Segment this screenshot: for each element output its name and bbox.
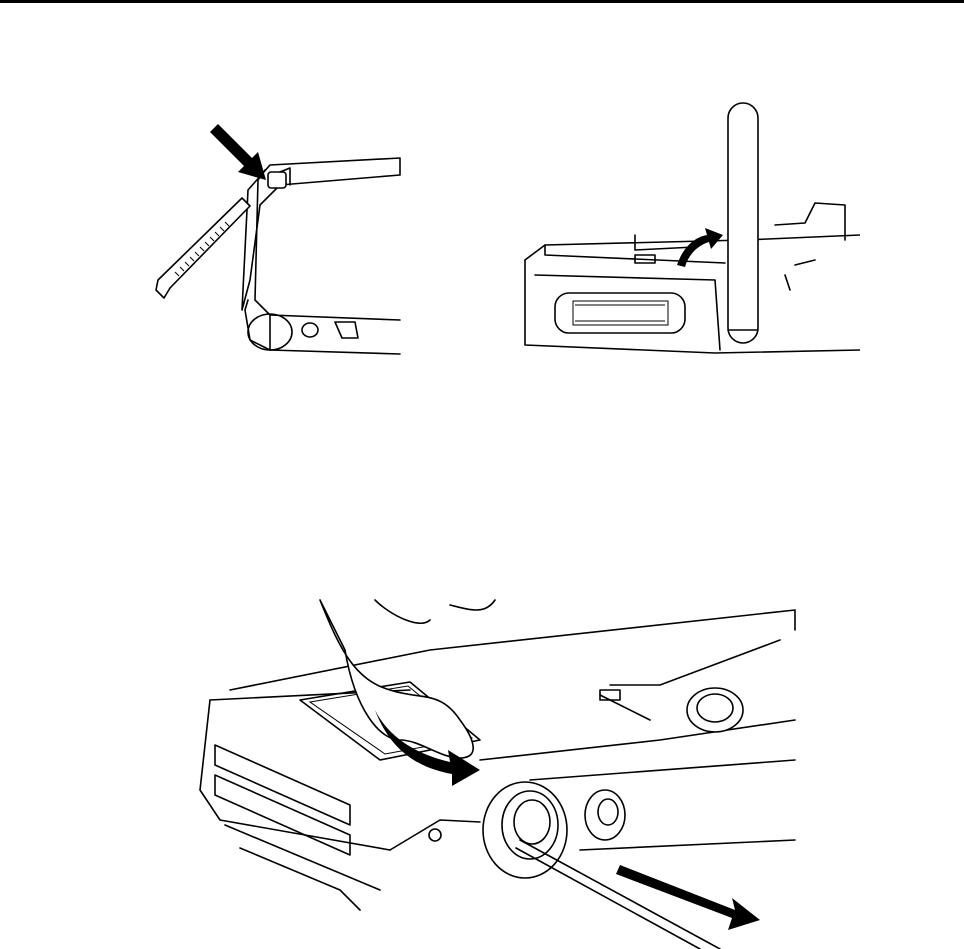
- figure-frame-tab-release: [130, 110, 410, 360]
- figure-connector-pull: [180, 590, 800, 949]
- header-rule: [0, 0, 964, 3]
- figure-antenna-rotate: [515, 95, 860, 365]
- press-tab-arrow-icon: [210, 124, 266, 180]
